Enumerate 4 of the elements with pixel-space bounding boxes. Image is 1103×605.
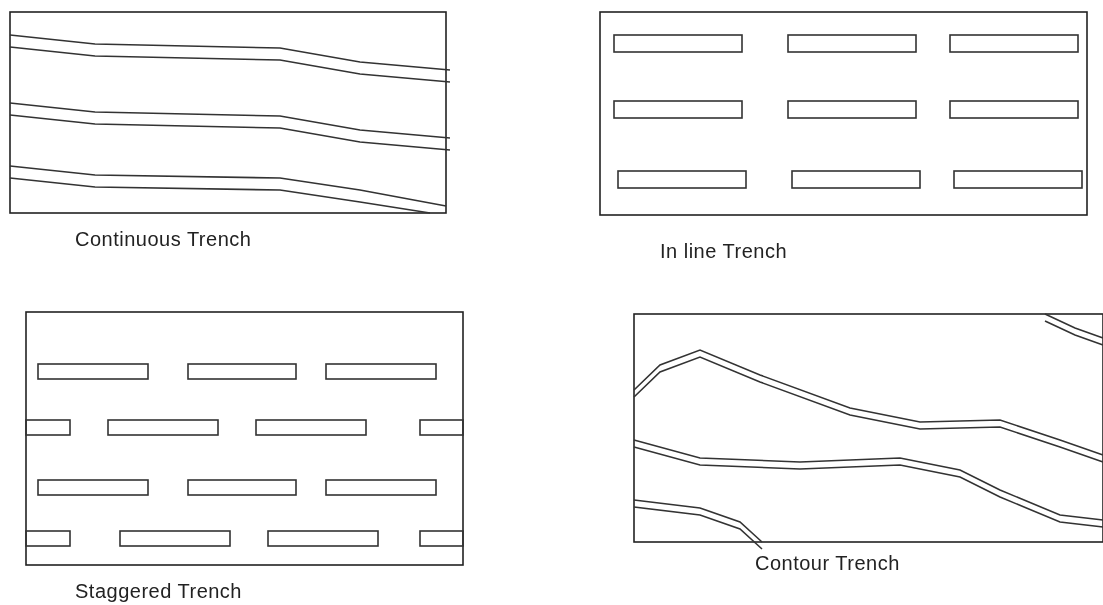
drawing-caption: Continuous Trench xyxy=(75,228,252,251)
drawing-caption: Staggered Trench xyxy=(75,580,242,603)
drawing-caption: Contour Trench xyxy=(755,552,900,575)
drawing-caption: In line Trench xyxy=(660,240,788,263)
